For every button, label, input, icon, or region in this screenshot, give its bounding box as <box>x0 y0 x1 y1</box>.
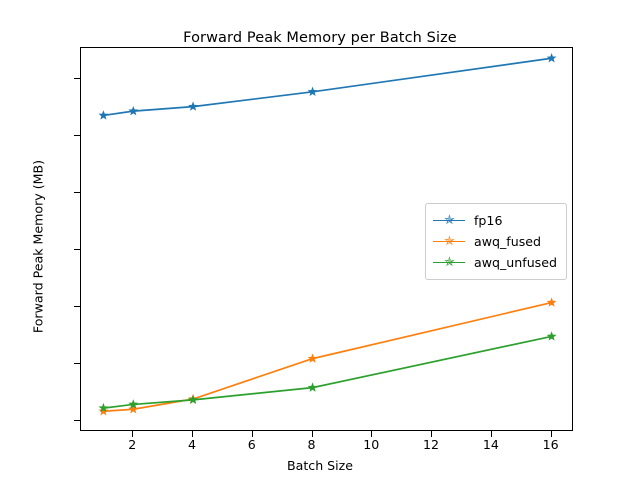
x-tick-mark <box>132 431 134 437</box>
x-tick-mark <box>431 431 433 437</box>
series-fp16 <box>98 53 557 120</box>
legend-label-0: fp16 <box>474 213 503 228</box>
data-point-marker <box>546 297 557 307</box>
series-lines <box>98 53 557 416</box>
y-axis-label: Forward Peak Memory (MB) <box>30 159 46 334</box>
chart-title: Forward Peak Memory per Batch Size <box>183 30 457 46</box>
x-tick-mark <box>192 431 194 437</box>
x-tick-label: 10 <box>363 437 380 452</box>
x-tick-label: 4 <box>188 437 197 452</box>
x-tick-label: 16 <box>542 437 559 452</box>
data-point-marker <box>128 404 139 414</box>
series-line <box>103 301 552 413</box>
x-tick-label: 12 <box>423 437 440 452</box>
series-awq_unfused <box>98 331 557 413</box>
x-tick-label: 6 <box>247 437 256 452</box>
x-tick-mark <box>550 431 552 437</box>
y-tick-mark <box>74 192 80 194</box>
y-tick-mark <box>74 135 80 137</box>
data-point-marker <box>188 101 198 111</box>
legend-label-2: awq_unfused <box>474 255 557 270</box>
data-point-marker <box>307 353 318 363</box>
legend-item-0[interactable]: ✯ fp16 <box>433 210 557 231</box>
plot-area <box>80 47 573 431</box>
y-tick-mark <box>74 78 80 80</box>
x-tick-mark <box>251 431 253 437</box>
data-point-marker <box>546 331 557 341</box>
x-axis-label: Batch Size <box>286 458 354 473</box>
data-point-marker <box>546 53 557 63</box>
legend-label-1: awq_fused <box>474 234 542 249</box>
x-tick-mark <box>490 431 492 437</box>
x-tick-mark <box>371 431 373 437</box>
data-point-marker <box>98 402 109 413</box>
data-point-marker <box>307 382 318 392</box>
x-tick-label: 14 <box>482 437 499 452</box>
data-point-marker <box>188 394 198 405</box>
legend-swatch-icon-1: ✯ <box>433 235 465 249</box>
x-tick-mark <box>311 431 313 437</box>
series-awq_fused <box>98 297 557 416</box>
legend-swatch-icon-0: ✯ <box>433 214 465 228</box>
data-point-marker <box>128 105 139 116</box>
y-tick-mark <box>74 305 80 307</box>
series-line <box>103 57 552 117</box>
series-line <box>103 335 552 409</box>
legend: ✯ fp16 ✯ awq_fused ✯ awq_unfused <box>425 203 567 280</box>
legend-swatch-icon-2: ✯ <box>433 256 465 270</box>
x-tick-label: 2 <box>128 437 137 452</box>
x-tick-label: 8 <box>307 437 316 452</box>
data-point-marker <box>98 406 109 416</box>
legend-item-1[interactable]: ✯ awq_fused <box>433 231 557 252</box>
data-point-marker <box>98 110 109 120</box>
data-point-marker <box>307 86 318 97</box>
y-tick-mark <box>74 362 80 364</box>
y-tick-mark <box>74 248 80 251</box>
y-tick-mark <box>74 419 80 421</box>
data-point-marker <box>128 399 139 409</box>
legend-item-2[interactable]: ✯ awq_unfused <box>433 252 557 273</box>
